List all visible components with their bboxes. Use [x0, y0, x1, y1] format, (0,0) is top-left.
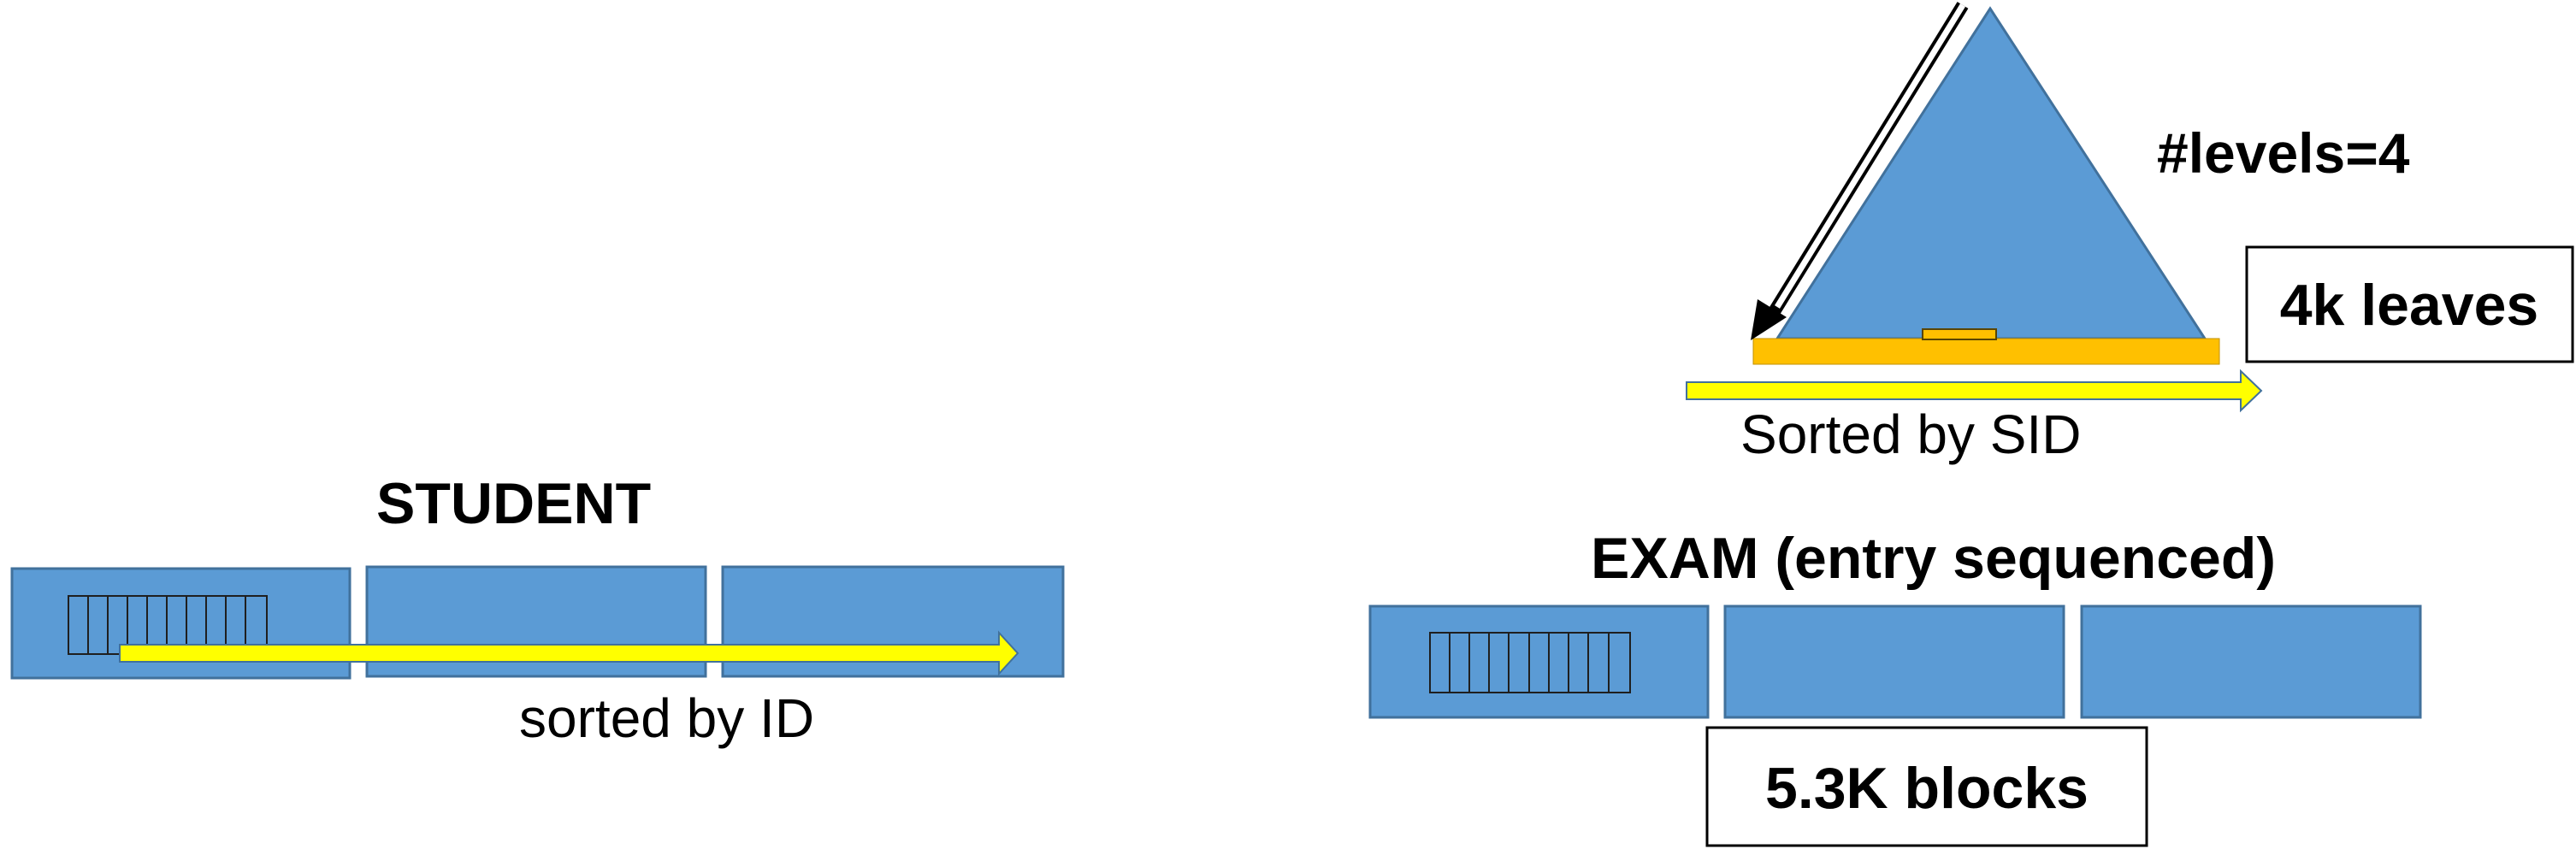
- leaf-node: [1922, 328, 1997, 340]
- exam-block-3: [2080, 604, 2422, 719]
- exam-block-1: [1368, 604, 1710, 719]
- student-sort-label: sorted by ID: [519, 687, 814, 749]
- exam-title: EXAM (entry sequenced): [1591, 526, 2276, 591]
- leaves-box: [2245, 245, 2574, 363]
- exam-file: EXAM (entry sequenced) 5.3K blocks: [1368, 526, 2422, 847]
- tree-triangle: [1775, 6, 2207, 340]
- student-file: STUDENT sorted by ID: [10, 471, 1065, 749]
- leaf-level-bar: [1752, 338, 2220, 365]
- blocks-label: 5.3K blocks: [1765, 756, 2089, 821]
- root-to-leaf-arrow: [1751, 2, 1969, 340]
- levels-label: #levels=4: [2157, 121, 2410, 185]
- student-scan-arrow: [119, 630, 1019, 676]
- index-sort-label: Sorted by SID: [1740, 404, 2081, 465]
- index-tree: #levels=4 4k leaves Sorted by SID: [1686, 2, 2574, 465]
- student-title: STUDENT: [376, 471, 651, 536]
- leaves-label: 4k leaves: [2280, 273, 2539, 338]
- exam-block-2: [1723, 604, 2065, 719]
- exam-record-slots: [1429, 632, 1631, 693]
- blocks-box: [1705, 726, 2148, 847]
- index-scan-arrow: [1686, 369, 2263, 413]
